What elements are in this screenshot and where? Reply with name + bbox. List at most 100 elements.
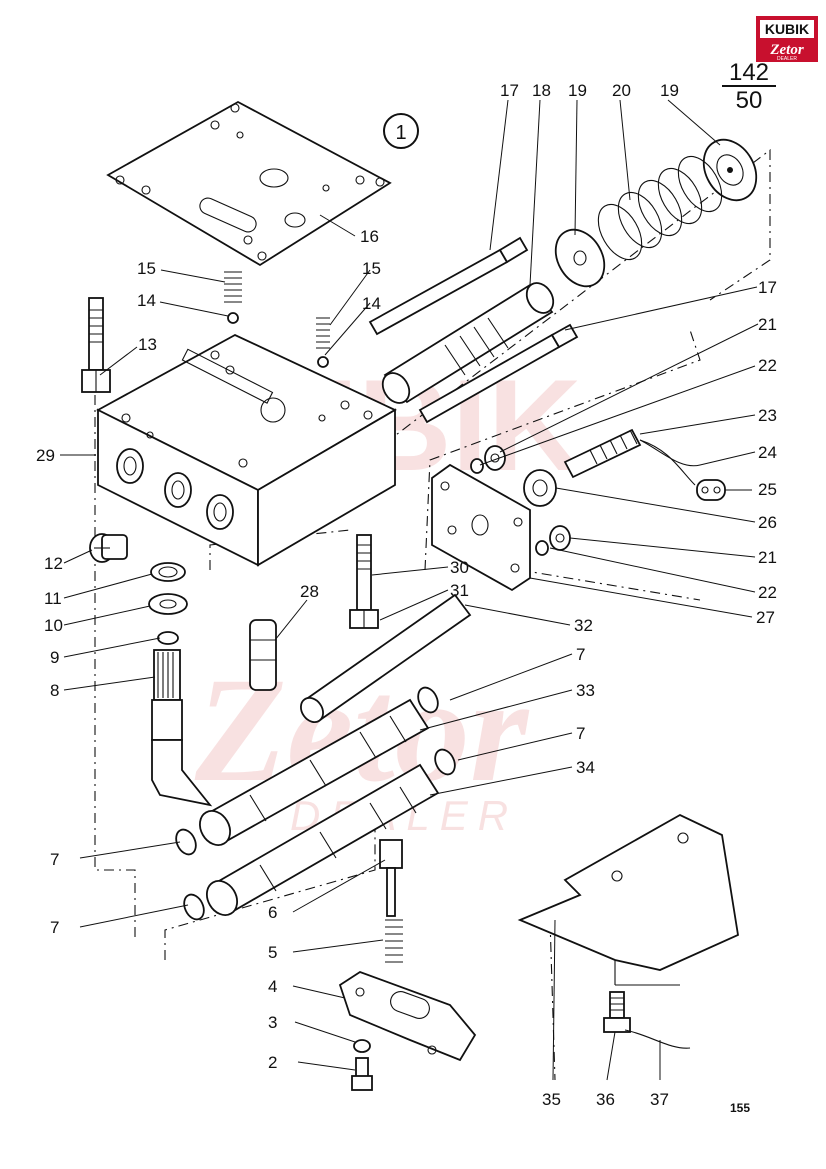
callout-13: 13 [138, 335, 157, 354]
part-13-bolt [81, 297, 111, 393]
callout-29: 29 [36, 446, 55, 465]
logo-small-text: DEALER [777, 56, 797, 62]
callout-30: 30 [450, 558, 469, 577]
callout-23: 23 [758, 406, 777, 425]
part-25-seal [696, 479, 726, 501]
part-24-wire [639, 439, 696, 486]
callout-14-left: 14 [137, 291, 156, 310]
part-20-spring [597, 155, 723, 261]
part-35-guard-plate [517, 813, 739, 986]
callout-18: 18 [532, 81, 551, 100]
logo-text: KUBIK [765, 21, 809, 37]
part-19-washer-left [554, 228, 606, 288]
assembly-axis-lines [94, 148, 771, 1081]
part-7-circlip-a [417, 686, 439, 714]
callout-17-top: 17 [500, 81, 519, 100]
callout-15-left: 15 [137, 259, 156, 278]
callout-7-right-upper: 7 [576, 645, 585, 664]
axis-line-right-upper [349, 148, 771, 471]
axis-line-bottom [164, 820, 376, 960]
part-21-nut-lower [549, 525, 571, 551]
callout-27: 27 [756, 608, 775, 627]
callout-16: 16 [360, 227, 379, 246]
part-8-lever-shaft [151, 649, 213, 807]
callout-10: 10 [44, 616, 63, 635]
axis-line-plate [519, 569, 701, 601]
part-4-bracket [338, 970, 477, 1062]
part-34-spool [206, 763, 440, 916]
logo-subtext: Zetor [769, 42, 803, 58]
part-18-spool [381, 282, 555, 404]
callout-33: 33 [576, 681, 595, 700]
part-17-rod-upper [368, 236, 529, 336]
callout-12: 12 [44, 554, 63, 573]
callout-19-left: 19 [568, 81, 587, 100]
part-16-gasket [106, 100, 392, 267]
callout-20: 20 [612, 81, 631, 100]
callout-19-right: 19 [660, 81, 679, 100]
part-5-spring [385, 919, 403, 963]
fraction-numerator: 142 [729, 59, 769, 86]
part-29-valve-body [96, 333, 397, 567]
part-37-washer [624, 1029, 691, 1049]
group-number: 1 [395, 122, 406, 144]
part-2-screw [351, 1057, 373, 1091]
part-17-rod-lower [418, 323, 579, 424]
callout-2: 2 [268, 1053, 277, 1072]
axis-line-left [94, 395, 136, 940]
part-26-hex-nut [523, 469, 557, 507]
callout-14-right: 14 [362, 294, 381, 313]
callout-37: 37 [650, 1090, 669, 1109]
part-3-washer [353, 1039, 371, 1053]
callout-22-upper: 22 [758, 356, 777, 375]
callout-5: 5 [268, 943, 277, 962]
part-11-circlip [150, 562, 186, 582]
page-number: 155 [730, 1101, 750, 1115]
callout-3: 3 [268, 1013, 277, 1032]
part-15-spring-right [316, 317, 330, 368]
part-9-o-ring [157, 631, 179, 645]
callout-7-left-upper: 7 [50, 850, 59, 869]
callout-9: 9 [50, 648, 59, 667]
callout-32: 32 [574, 616, 593, 635]
callout-21-upper: 21 [758, 315, 777, 334]
callout-34: 34 [576, 758, 595, 777]
part-22-washer-lower [535, 540, 549, 556]
circled-group-number: 1 [383, 113, 419, 149]
callout-6: 6 [268, 903, 277, 922]
circle-outline [383, 113, 419, 149]
part-14-ball-left [227, 312, 239, 324]
leader-lines [60, 99, 759, 1081]
part-7-circlip-b [434, 748, 456, 776]
callout-31: 31 [450, 581, 469, 600]
callout-4: 4 [268, 977, 277, 996]
part-30-bolt [349, 534, 379, 629]
part-21-nut-upper [484, 445, 506, 471]
part-6-bolt [379, 839, 403, 917]
callout-8: 8 [50, 681, 59, 700]
part-12-plug [89, 533, 128, 563]
figure-reference: 142 50 [722, 59, 776, 114]
part-10-washer [148, 593, 188, 615]
callout-7-left-lower: 7 [50, 918, 59, 937]
callout-25: 25 [758, 480, 777, 499]
part-33-spool [199, 698, 430, 846]
axis-line-bracket-35 [549, 919, 556, 1081]
callout-7-right-lower: 7 [576, 724, 585, 743]
callout-17-right: 17 [758, 278, 777, 297]
part-7-circlip-d [183, 893, 205, 921]
callout-35: 35 [542, 1090, 561, 1109]
logo-top-band [760, 20, 814, 38]
part-32-pin [300, 593, 472, 723]
callout-21-lower: 21 [758, 548, 777, 567]
callout-36: 36 [596, 1090, 615, 1109]
part-19-washer-right [702, 138, 758, 202]
part-36-bolt [603, 991, 631, 1033]
fraction-denominator: 50 [736, 87, 763, 114]
callout-24: 24 [758, 443, 777, 462]
callout-22-lower: 22 [758, 583, 777, 602]
part-7-circlip-c [175, 828, 197, 856]
part-14-ball-right [317, 356, 329, 368]
callout-11: 11 [44, 589, 62, 608]
